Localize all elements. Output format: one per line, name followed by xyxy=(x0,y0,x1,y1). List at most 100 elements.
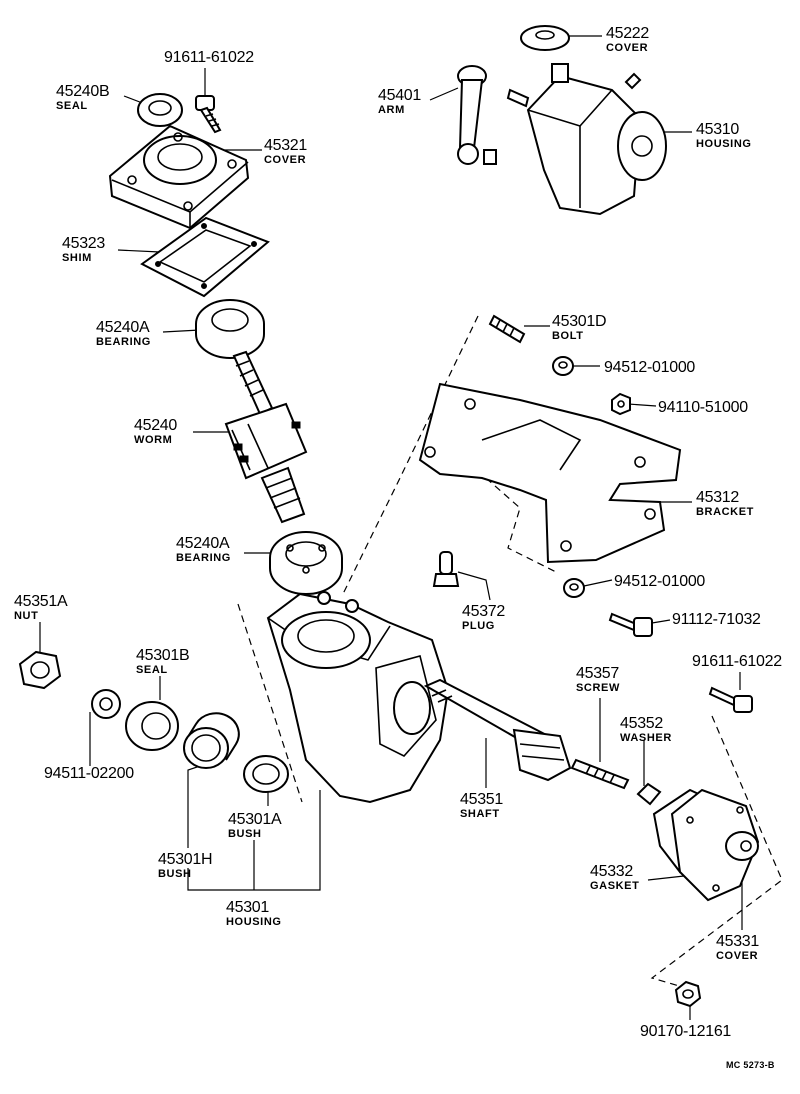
nut-90170-drawing xyxy=(674,980,702,1008)
part-name: SEAL xyxy=(56,100,88,112)
part-name: COVER xyxy=(716,950,759,962)
part-number: 45301 xyxy=(226,899,269,916)
callout-washer-94511: 94511-02200 xyxy=(44,766,134,783)
part-number: 91611-61022 xyxy=(164,49,254,66)
part-name: SEAL xyxy=(136,664,168,676)
seal-45240b-drawing xyxy=(137,93,183,127)
bolt-91611-top-drawing xyxy=(195,95,222,134)
part-number: 45240A xyxy=(176,535,230,552)
callout-bolt-91112: 91112-71032 xyxy=(672,612,761,629)
cover-45321-drawing xyxy=(108,124,250,230)
nut-94110-drawing xyxy=(611,392,631,416)
part-name: PLUG xyxy=(462,620,495,632)
housing-45310-drawing xyxy=(506,63,667,216)
diagram-code: MC 5273-B xyxy=(726,1060,775,1070)
callout-seal-45301b: 45301B SEAL xyxy=(136,648,190,676)
part-number: 45331 xyxy=(716,933,759,950)
plug-45372-drawing xyxy=(432,551,460,587)
part-number: 45240B xyxy=(56,83,110,100)
worm-45240-drawing xyxy=(224,350,308,524)
part-number: 45323 xyxy=(62,235,105,252)
assembly-dashed-lines xyxy=(237,315,783,989)
callout-bush-45301h: 45301H BUSH xyxy=(158,851,213,880)
bearing-45240a-bottom-drawing xyxy=(269,531,343,595)
part-number: 45240A xyxy=(96,319,150,336)
callout-cover-45222: 45222 COVER xyxy=(606,26,649,54)
callout-gasket-45332: 45332 GASKET xyxy=(590,864,639,892)
cover-45222-drawing xyxy=(520,25,570,51)
callout-bolt-91611-top: 91611-61022 xyxy=(164,50,254,67)
bush-45301a-drawing xyxy=(243,755,289,793)
callout-washer-94512-bottom: 94512-01000 xyxy=(614,574,705,591)
bolt-91611-right-drawing xyxy=(708,686,753,713)
callout-nut-90170: 90170-12161 xyxy=(640,1024,731,1041)
part-number: 45401 xyxy=(378,87,421,104)
bolt-91112-drawing xyxy=(608,612,653,637)
part-number: 45351 xyxy=(460,791,503,808)
callout-bush-45301a: 45301A BUSH xyxy=(228,811,282,840)
callout-housing-45301: 45301 HOUSING xyxy=(226,900,282,928)
callout-washer-45352: 45352 WASHER xyxy=(620,716,672,744)
callout-bearing-45240a-top: 45240A BEARING xyxy=(96,320,151,348)
part-number: 91112-71032 xyxy=(672,611,761,628)
washer-94512-bottom-drawing xyxy=(563,578,585,598)
part-number: 45351A xyxy=(14,593,68,610)
part-number: 45301A xyxy=(228,811,282,828)
part-number: 45301D xyxy=(552,313,607,330)
callout-screw-45357: 45357 SCREW xyxy=(576,666,620,694)
callout-cover-45321: 45321 COVER xyxy=(264,138,307,166)
part-name: HOUSING xyxy=(226,916,282,928)
part-name: BOLT xyxy=(552,330,584,342)
cover-45331-drawing xyxy=(670,788,760,902)
callout-shim-45323: 45323 SHIM xyxy=(62,236,105,264)
callout-shaft-45351: 45351 SHAFT xyxy=(460,792,503,820)
bracket-45312-drawing xyxy=(418,382,682,564)
part-name: WORM xyxy=(134,434,173,446)
part-name: WASHER xyxy=(620,732,672,744)
part-number: 45332 xyxy=(590,863,633,880)
part-number: 94512-01000 xyxy=(604,359,696,376)
part-number: 45312 xyxy=(696,489,739,506)
part-name: BUSH xyxy=(158,868,192,880)
part-name: SHAFT xyxy=(460,808,500,820)
shaft-45351-drawing xyxy=(423,678,572,782)
bolt-45301d-drawing xyxy=(488,314,526,344)
callout-bolt-91611-right: 91611-61022 xyxy=(692,654,782,671)
part-name: GASKET xyxy=(590,880,640,892)
callout-washer-94512-top: 94512-01000 xyxy=(604,360,695,377)
nut-45351a-drawing xyxy=(18,650,62,690)
housing-45301-drawing xyxy=(266,591,450,804)
part-name: NUT xyxy=(14,610,39,622)
part-number: 45372 xyxy=(462,603,505,620)
callout-arm-45401: 45401 ARM xyxy=(378,88,421,116)
part-number: 94511-02200 xyxy=(44,765,134,782)
part-number: 45240 xyxy=(134,417,177,434)
part-number: 45222 xyxy=(606,25,649,42)
callout-plug-45372: 45372 PLUG xyxy=(462,604,505,632)
part-name: BUSH xyxy=(228,828,262,840)
part-name: SCREW xyxy=(576,682,620,694)
part-name: HOUSING xyxy=(696,138,752,150)
part-number: 94512-01000 xyxy=(614,573,706,590)
callout-bracket-45312: 45312 BRACKET xyxy=(696,490,754,518)
seal-45301b-drawing xyxy=(125,701,179,751)
callout-nut-94110: 94110-51000 xyxy=(658,400,748,417)
washer-45352-drawing xyxy=(636,782,662,806)
arm-45401-drawing xyxy=(457,65,497,165)
part-number: 45357 xyxy=(576,665,619,682)
callout-bolt-45301d: 45301D BOLT xyxy=(552,313,607,342)
part-name: COVER xyxy=(264,154,307,166)
bush-45301h-drawing xyxy=(183,712,240,769)
callout-cover-45331: 45331 COVER xyxy=(716,934,759,962)
callout-housing-45310: 45310 HOUSING xyxy=(696,122,752,150)
washer-94512-top-drawing xyxy=(552,356,574,376)
callout-worm-45240: 45240 WORM xyxy=(134,418,177,446)
part-name: ARM xyxy=(378,104,405,116)
bearing-45240a-top-drawing xyxy=(195,299,265,359)
shim-45323-drawing xyxy=(140,216,270,298)
part-name: BRACKET xyxy=(696,506,754,518)
washer-94511-drawing xyxy=(91,689,121,719)
part-number: 45301H xyxy=(158,851,213,868)
callout-nut-45351a: 45351A NUT xyxy=(14,593,68,622)
